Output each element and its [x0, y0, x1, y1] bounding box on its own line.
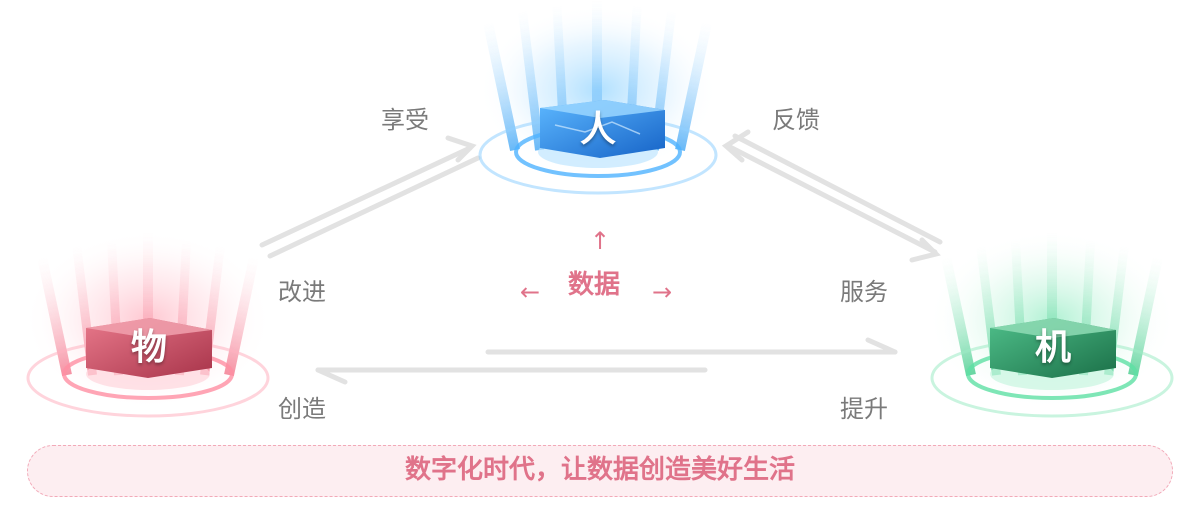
node-right-cube [990, 318, 1116, 378]
arrow-up-icon: ↑ [590, 227, 611, 255]
node-top-cube [540, 100, 665, 158]
node-label-object: 物 [130, 327, 167, 368]
edge-label-improve: 改进 [278, 278, 326, 306]
slogan-bar: 数字化时代，让数据创造美好生活 [27, 445, 1173, 497]
node-label-person: 人 [579, 109, 616, 150]
edge-label-feedback: 反馈 [772, 106, 820, 134]
edge-label-service: 服务 [840, 278, 888, 306]
arrow-left-icon: ← [520, 278, 541, 306]
connector-right-upper [721, 129, 943, 263]
connector-left-upper [259, 135, 481, 259]
node-label-machine: 机 [1034, 327, 1071, 368]
edge-label-promote: 提升 [840, 395, 888, 423]
edge-label-create: 创造 [278, 395, 326, 423]
connector-bottom [315, 337, 898, 385]
edge-label-enjoy: 享受 [381, 106, 429, 134]
arrow-right-icon: → [652, 278, 673, 306]
node-top-glow [478, 0, 718, 195]
node-left-cube [86, 318, 212, 378]
slogan-text: 数字化时代，让数据创造美好生活 [404, 455, 795, 485]
center-data-label: 数据 [568, 270, 621, 300]
